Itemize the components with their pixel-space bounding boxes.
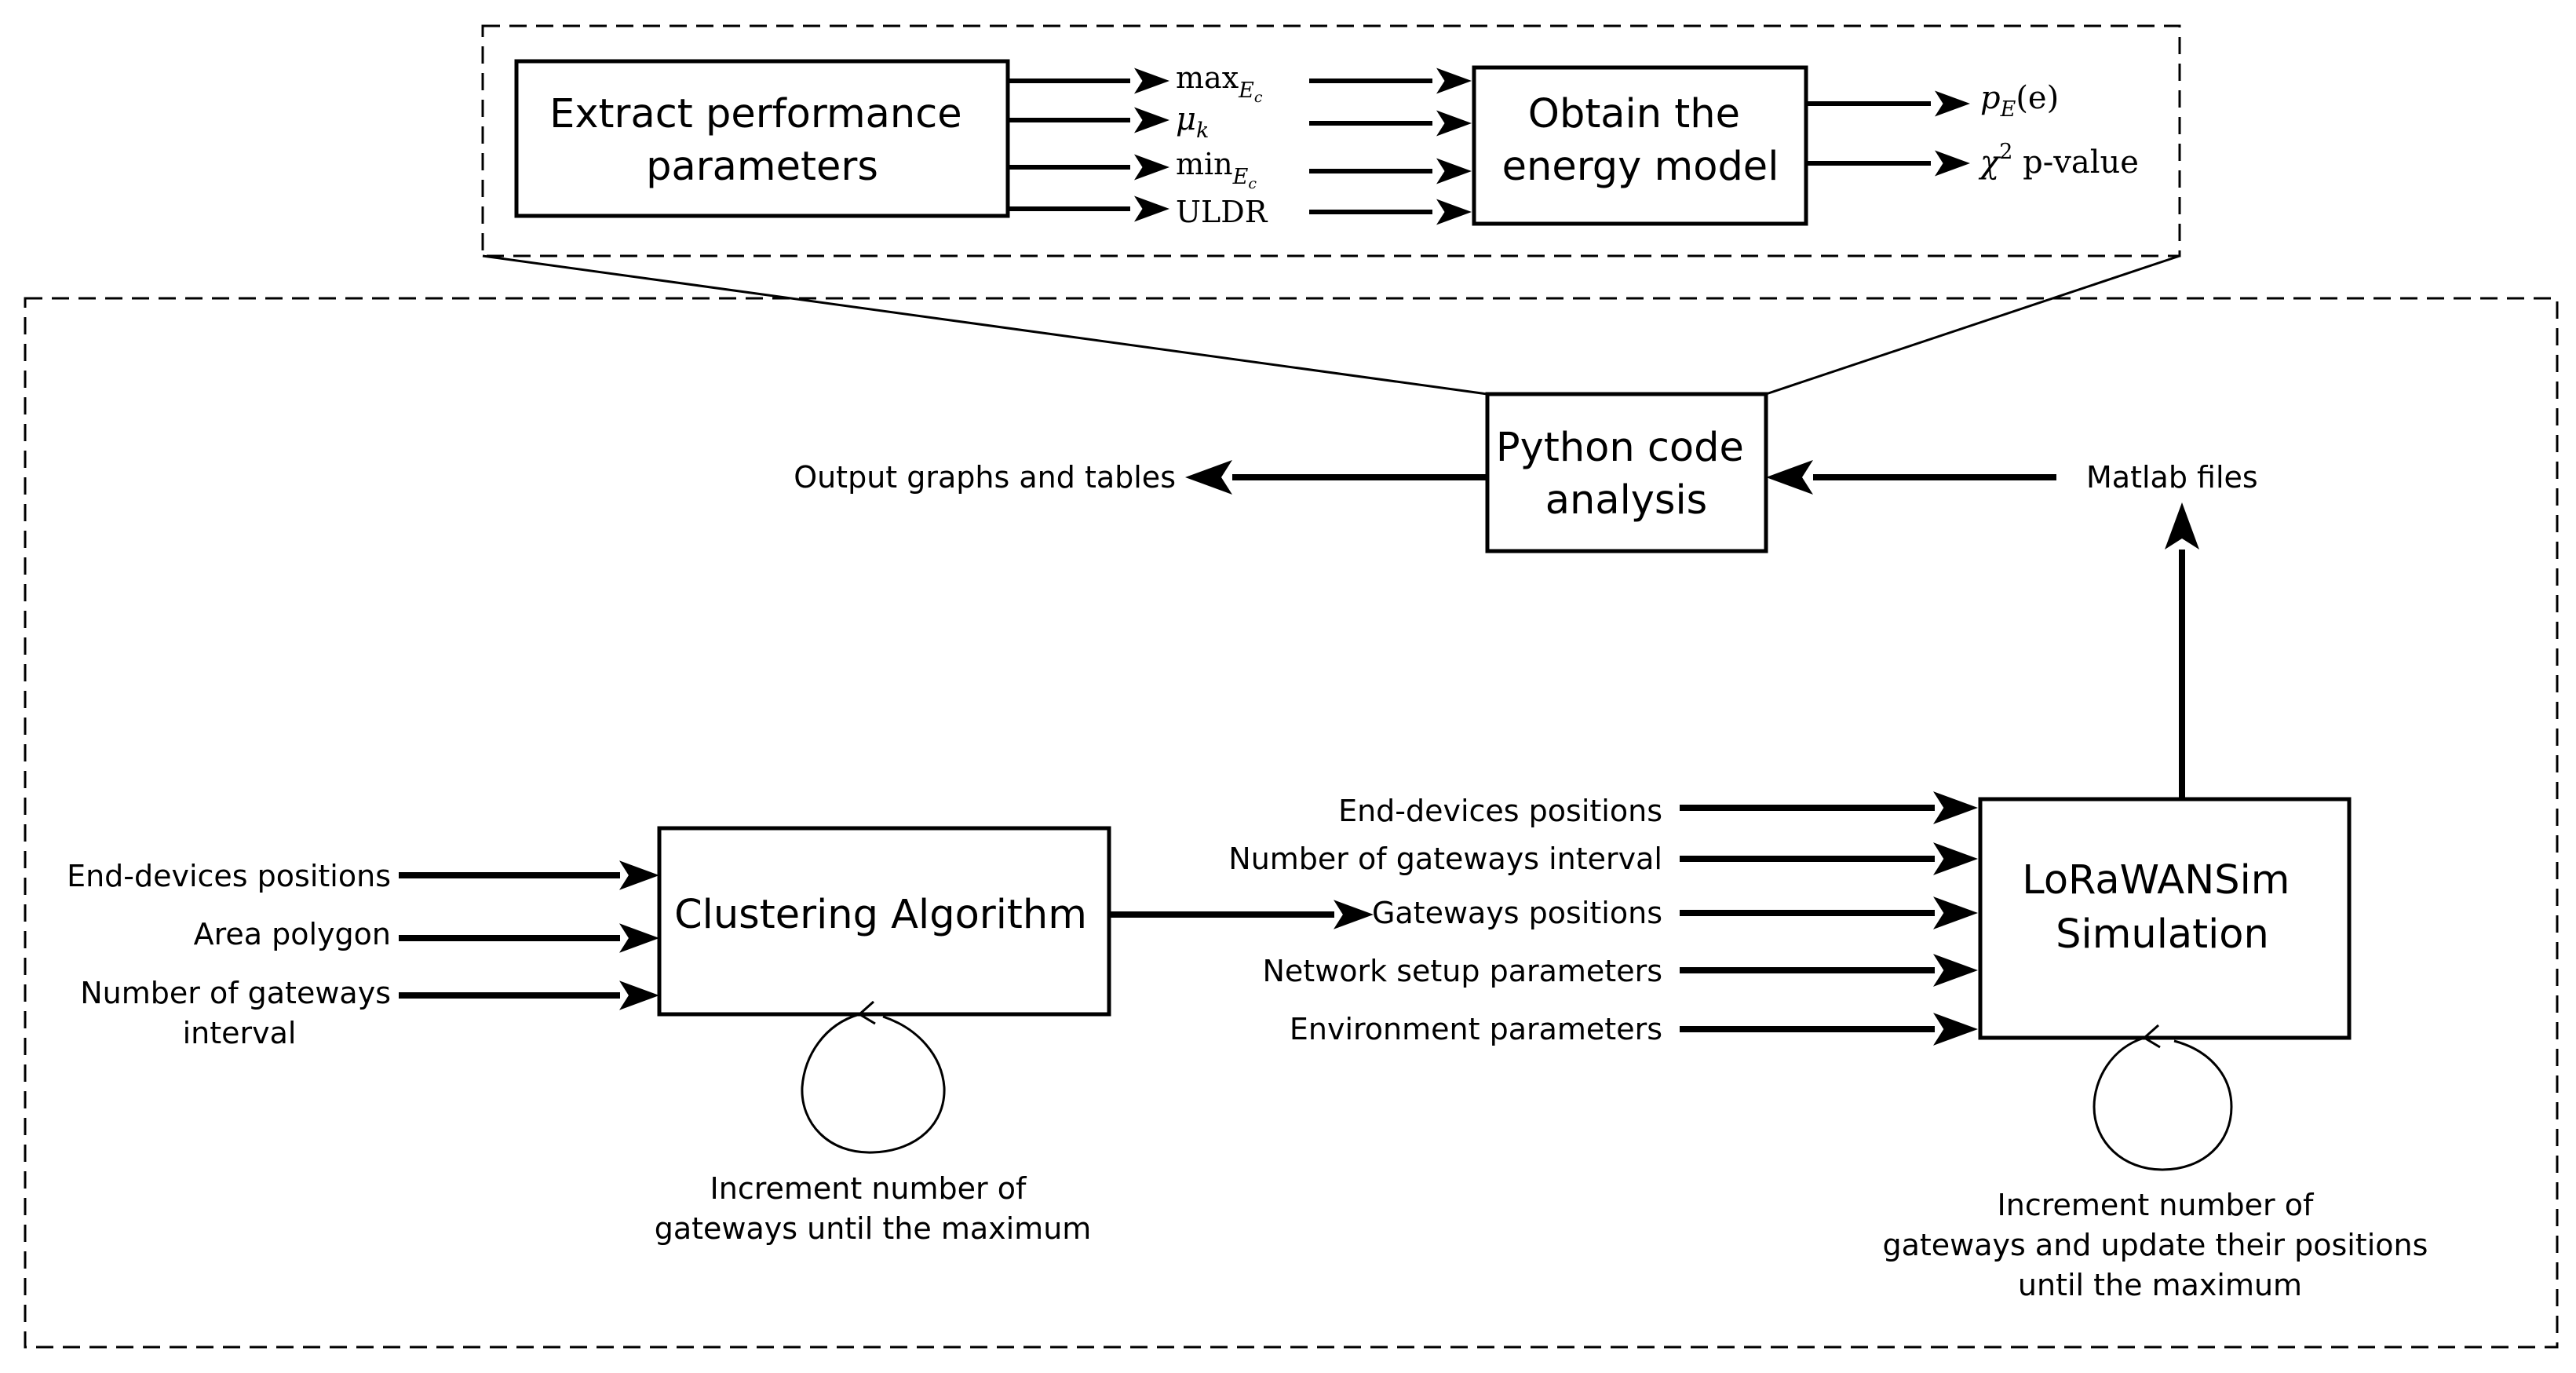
clustering-loop-head [859,1000,876,1025]
python-box-line-1: Python code [1496,425,1744,471]
svg-text:Increment number of gatewa: Increment number of gateways until the m… [655,1171,1092,1246]
clustering-algorithm-box [657,826,1111,1017]
clustering-input-interval: interval [183,1016,297,1050]
svg-text:Increment number of gatewa: Increment number of gateways and update … [1883,1188,2438,1302]
energy-output-arrows [1806,90,1970,177]
zoom-panel-frame [481,24,2181,257]
zoom-connector-left [482,254,1488,396]
param-max-ec: maxEc [1176,60,1263,106]
svg-text:Obtain the energy model: Obtain the energy model [1502,91,1779,190]
simulation-box-line-1: LoRaWANSim [2022,857,2290,904]
svg-text:Extract performance parame: Extract performance parameters [549,91,975,190]
simulation-loop-arrow [2093,1036,2233,1171]
clustering-loop-label-1: Increment number of [710,1171,1027,1206]
energy-box-line-2: energy model [1502,144,1779,190]
extract-box-line-2: parameters [646,144,878,190]
simulation-loop-label-3: until the maximum [2018,1268,2302,1302]
sim-input-environment: Environment parameters [1290,1012,1662,1046]
sim-input-end-devices: End-devices positions [1338,794,1662,828]
python-box-line-2: analysis [1545,477,1708,524]
output-pe: pE(e) [1980,80,2059,122]
extract-box-line-1: Extract performance [549,91,962,137]
param-uldr: ULDR [1176,195,1268,229]
simulation-box-line-2: Simulation [2056,911,2269,958]
clustering-loop-arrow [801,1013,946,1154]
simulation-input-arrows [1680,791,1978,1046]
param-mu-k: μk [1176,101,1209,143]
clustering-input-end-devices: End-devices positions [67,859,391,893]
zoom-connector-right [1765,254,2180,396]
svg-text:LoRaWANSim Simulation: LoRaWANSim Simulation [2022,857,2302,958]
energy-input-arrows [1309,68,1472,225]
output-graphs-label: Output graphs and tables [794,460,1176,495]
clustering-input-area-polygon: Area polygon [194,917,391,951]
python-analysis-box [1485,392,1768,553]
matlab-files-label: Matlab files [2086,460,2258,495]
sim-input-network-setup: Network setup parameters [1262,954,1662,988]
main-workflow-frame [24,297,2559,1349]
energy-model-box [1472,65,1808,226]
sim-input-gateways-positions: Gateways positions [1372,896,1662,930]
simulation-loop-label-2: gateways and update their positions [1883,1228,2428,1262]
clustering-input-arrows [399,860,659,1010]
simulation-loop-head [2144,1024,2161,1049]
clustering-box-label: Clustering Algorithm [674,892,1087,938]
energy-box-line-1: Obtain the [1528,91,1740,137]
output-chi2-pvalue: χ2 p-value [1978,140,2139,181]
clustering-input-num-gateways: Number of gateways [80,976,391,1010]
clustering-loop-label-2: gateways until the maximum [655,1211,1092,1246]
extract-performance-box [514,59,1010,218]
svg-text:Python code analysis: Python code analysis [1496,425,1757,524]
simulation-loop-label-1: Increment number of [1998,1188,2315,1222]
param-min-ec: minEc [1176,147,1257,192]
extract-output-arrows [1008,68,1169,222]
sim-input-num-gateways-interval: Number of gateways interval [1228,842,1662,876]
lorawansim-simulation-box [1978,797,2352,1040]
